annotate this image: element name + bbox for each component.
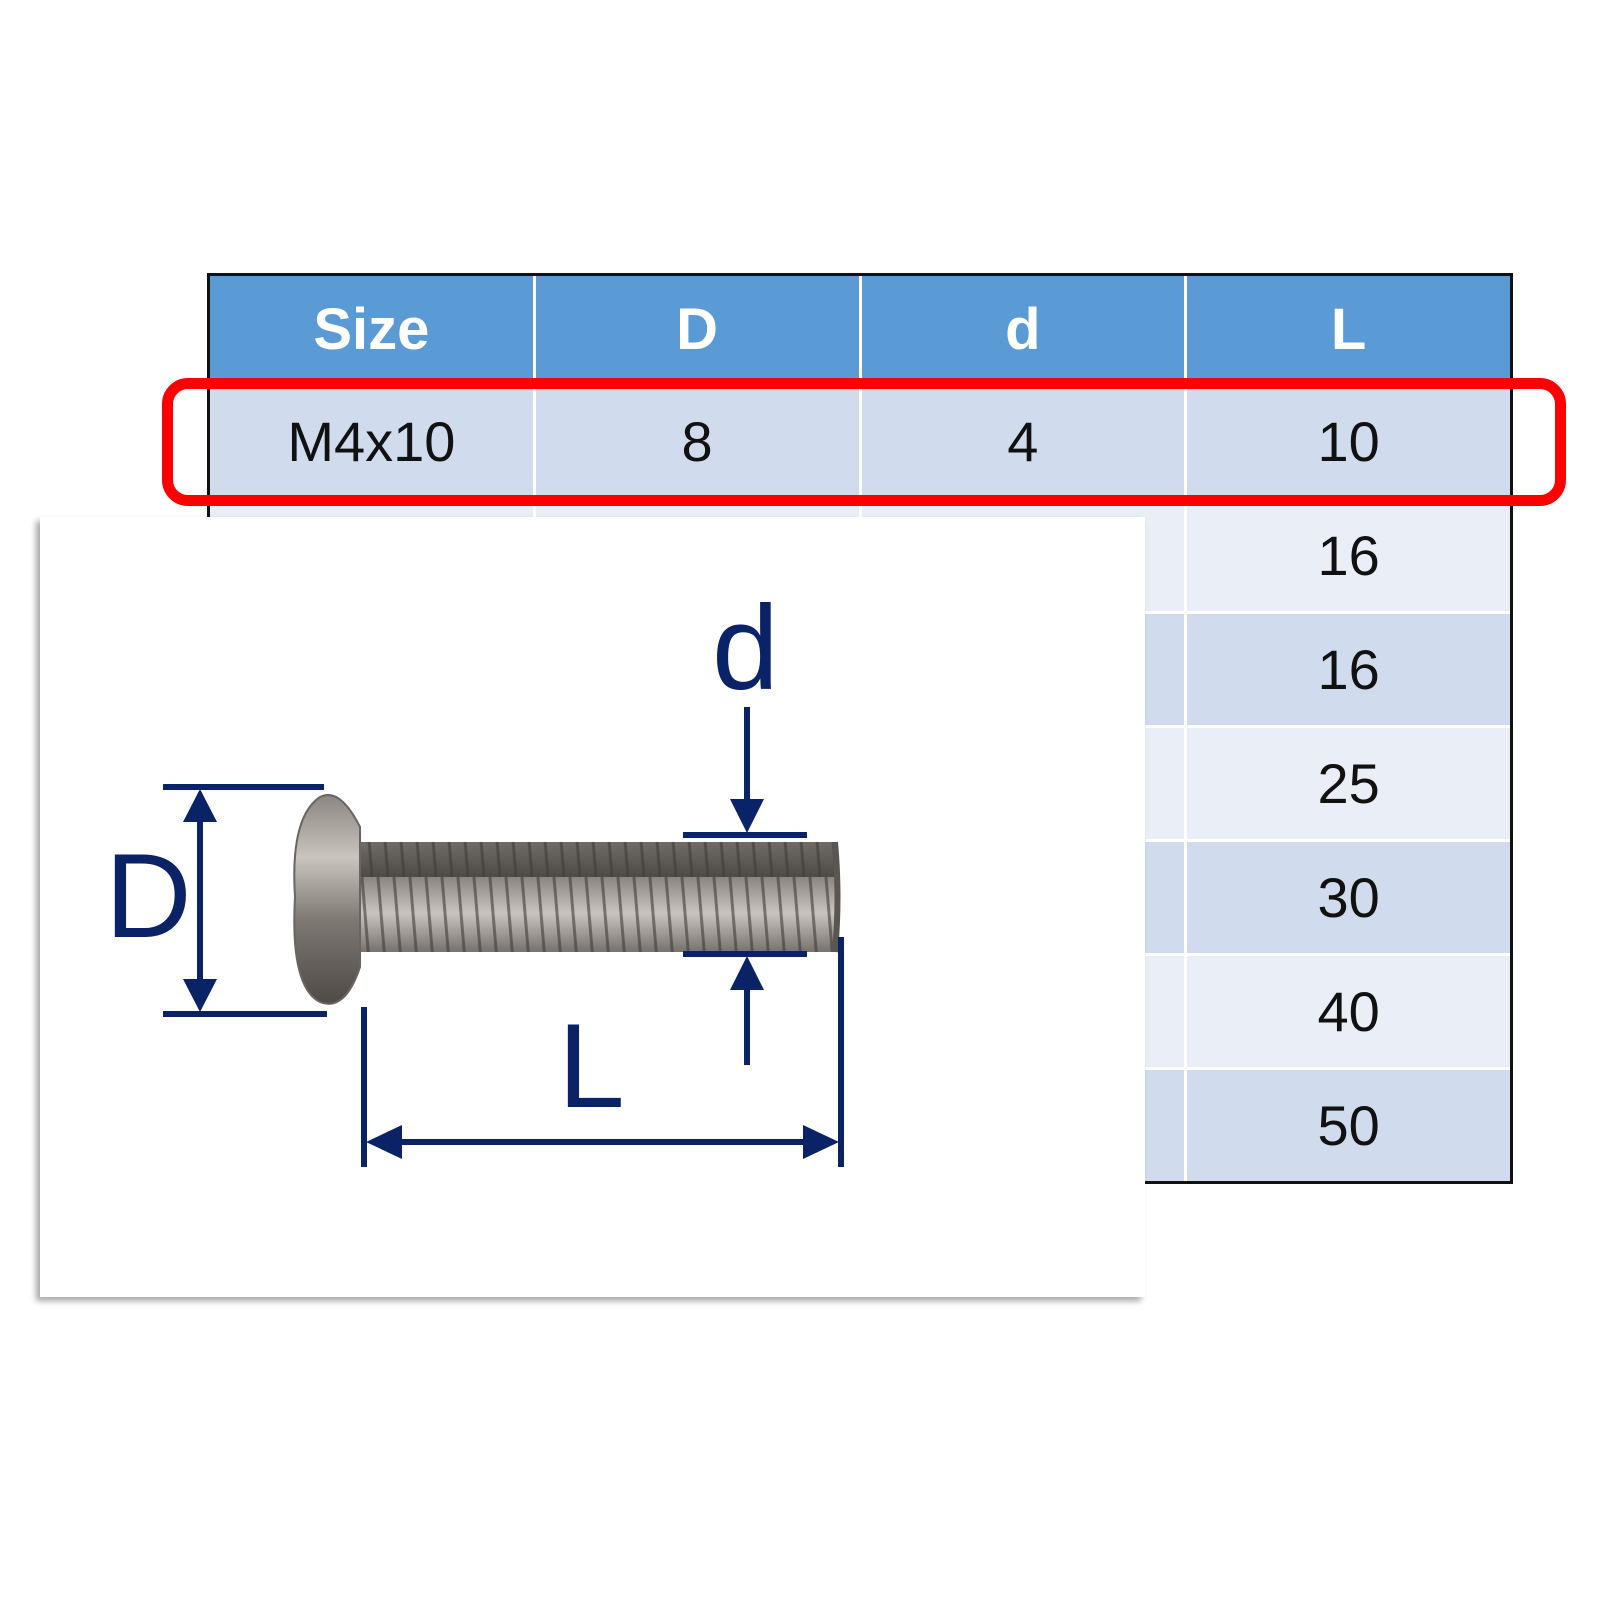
cell-L: 30 bbox=[1317, 866, 1380, 929]
bolt-image bbox=[293, 794, 841, 1005]
header-d: d bbox=[862, 276, 1188, 383]
label-d: d bbox=[712, 581, 779, 715]
cell-L: 16 bbox=[1317, 524, 1380, 587]
table-row: M4x10 8 4 10 bbox=[210, 383, 1510, 497]
row-highlight bbox=[162, 378, 1566, 506]
cell-L: 40 bbox=[1317, 980, 1380, 1043]
table-header: Size D d L bbox=[210, 276, 1510, 383]
label-D: D bbox=[105, 829, 192, 963]
header-L: L bbox=[1330, 297, 1367, 362]
header-size: Size bbox=[210, 276, 536, 383]
cell-L: 50 bbox=[1317, 1094, 1380, 1157]
cell-L: 16 bbox=[1317, 638, 1380, 701]
cell-L: 10 bbox=[1317, 410, 1380, 473]
header-D: D bbox=[536, 276, 862, 383]
cell-size: M4x10 bbox=[210, 386, 536, 497]
dimension-lines bbox=[163, 707, 844, 1167]
cell-L: 25 bbox=[1317, 752, 1380, 815]
cell-D: 8 bbox=[536, 386, 862, 497]
bolt-diagram: D d L bbox=[40, 517, 1145, 1297]
cell-d: 4 bbox=[862, 386, 1188, 497]
label-L: L bbox=[558, 999, 625, 1133]
